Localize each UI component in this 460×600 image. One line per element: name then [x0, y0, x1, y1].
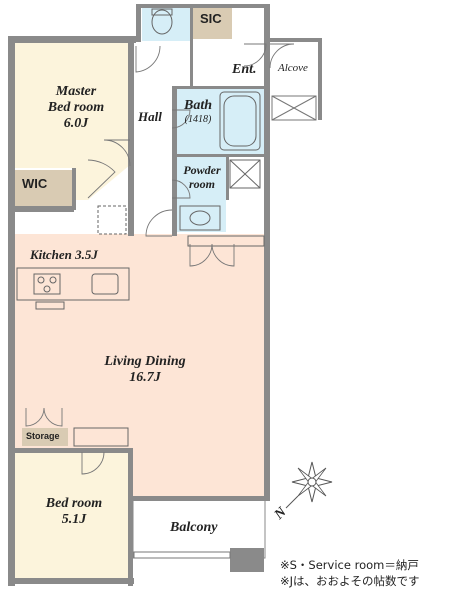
entrance-floor [192, 40, 264, 86]
kitchen-label: Kitchen 3.5J [30, 247, 98, 262]
master-bedroom-floor [15, 42, 130, 200]
wic-floor [15, 170, 72, 210]
master-bedroom-name: Master [55, 84, 97, 99]
walls [8, 4, 322, 586]
bath-size: (1418) [184, 114, 212, 126]
master-bedroom-size: 6.0J [63, 116, 89, 132]
master-bedroom-label: Master Bed room 6.0J [36, 84, 116, 132]
toilet-floor [142, 7, 190, 41]
bath-label: Bath (1418) [178, 98, 218, 126]
powder-room-line1: Powder [183, 163, 221, 177]
fixtures [16, 8, 265, 447]
bathtub [219, 91, 261, 151]
floor-fills [15, 7, 266, 578]
bath-name: Bath [183, 98, 212, 113]
hall-floor [132, 42, 172, 234]
powder-room-line2: room [188, 176, 215, 191]
windows [133, 95, 317, 559]
living-dining-label: Living Dining 16.7J [90, 354, 200, 386]
toilet [151, 9, 173, 35]
sic-floor [192, 7, 232, 39]
hall-label: Hall [138, 109, 162, 124]
bedroom-name: Bed room [45, 496, 103, 511]
note-service-room: ※S・Service room＝納戸 [280, 558, 419, 572]
powder-floor [176, 156, 226, 232]
alcove-label: Alcove [278, 62, 308, 74]
wic-label: WIC [22, 176, 48, 191]
doors [25, 43, 295, 475]
powder-sink [179, 205, 221, 231]
note-tatami: ※Jは、おおよその帖数です [280, 574, 420, 588]
storage-floor [22, 428, 68, 446]
living-dining-name: Living Dining [104, 354, 186, 369]
living-dining-size: 16.7J [129, 370, 161, 386]
bedroom-size: 5.1J [61, 512, 87, 528]
sic-label: SIC [200, 11, 222, 26]
entrance-label: Ent. [232, 62, 257, 77]
stove [33, 273, 61, 295]
powder-room-label: Powder room [178, 163, 226, 192]
balcony-label: Balcony [170, 520, 218, 535]
bedroom-label: Bed room 5.1J [34, 496, 114, 528]
bedroom-floor [15, 452, 130, 578]
kitchen-sink [91, 273, 119, 295]
master-bedroom-sub: Bed room [47, 100, 105, 116]
storage-label: Storage [26, 431, 60, 441]
kitchen-counter [16, 267, 130, 301]
compass-rose [285, 461, 333, 509]
